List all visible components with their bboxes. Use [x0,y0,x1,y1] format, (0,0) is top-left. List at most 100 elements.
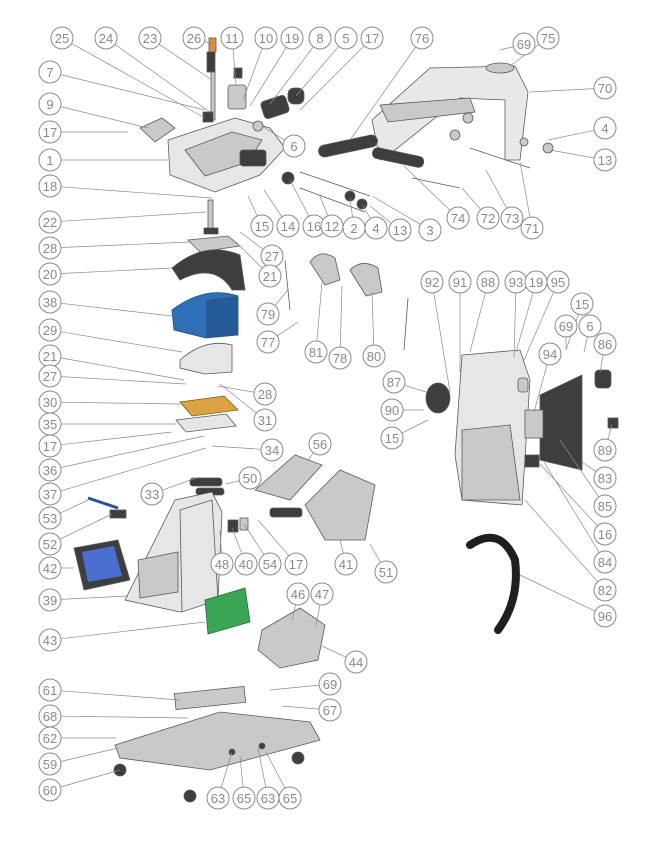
callout-number: 50 [243,471,257,486]
part-callout-77: 77 [256,330,280,354]
callout-number: 21 [263,269,277,284]
part-callout-22: 22 [38,210,62,234]
callout-number: 9 [46,97,53,112]
leader-line-78 [339,285,343,348]
leader-line-17 [257,519,290,556]
part-knob-86-89 [594,369,619,429]
part-callout-23: 23 [138,26,162,50]
leader-line-77 [277,321,299,337]
leader-line-16 [289,179,310,217]
leader-line-96 [519,574,596,612]
callout-number: 18 [43,179,57,194]
part-posts-23-26 [202,37,247,123]
part-callout-17: 17 [38,434,62,458]
leader-line-69 [269,684,320,691]
callout-circle [593,522,617,546]
callout-circle [382,370,406,394]
leader-line-16 [539,463,598,527]
part-callout-76: 76 [410,26,434,50]
part-callout-61: 61 [38,678,62,702]
leader-line-43 [60,621,206,640]
callout-circle [38,482,62,506]
callout-circle [546,270,570,294]
leader-line-61 [60,690,181,701]
part-callout-4: 4 [593,116,617,140]
part-screen-42 [73,539,131,591]
callout-circle [318,698,342,722]
leader-line-27 [239,231,264,250]
callout-circle [140,482,164,506]
part-housing-top [167,117,286,193]
callout-number: 16 [598,527,612,542]
part-callout-69: 69 [512,32,536,56]
callout-number: 77 [261,335,275,350]
part-callout-68: 68 [38,704,62,728]
callout-circle [554,314,578,338]
callout-number: 54 [263,557,277,572]
callout-circle [520,216,544,240]
callout-number: 6 [290,139,297,154]
callout-number: 68 [43,709,57,724]
part-callout-63: 63 [256,786,280,810]
part-callout-21: 21 [38,344,62,368]
callout-number: 83 [598,471,612,486]
part-callout-85: 85 [593,494,617,518]
part-spring-79 [284,259,409,351]
callout-circle [38,92,62,116]
part-board-43 [204,587,251,635]
callout-number: 90 [385,403,399,418]
callout-circle [308,26,332,50]
callout-number: 17 [43,439,57,454]
callout-number: 82 [598,583,612,598]
part-callout-26: 26 [182,26,206,50]
leader-line-56 [307,452,314,461]
part-callout-41: 41 [334,552,358,576]
part-callout-67: 67 [318,698,342,722]
callout-number: 17 [289,557,303,572]
callout-number: 76 [415,31,429,46]
callout-circle [253,408,277,432]
callout-number: 71 [525,221,539,236]
leader-line-21 [60,357,185,381]
callout-circle [38,434,62,458]
part-rod-53 [87,496,127,519]
callout-circle [593,148,617,172]
part-callout-47: 47 [310,582,334,606]
callout-number: 40 [239,557,253,572]
callout-circle [280,26,304,50]
part-plate-41 [304,469,376,541]
callout-circle [512,32,536,56]
leader-line-6 [261,125,285,141]
callout-circle [220,26,244,50]
part-callout-14: 14 [276,214,300,238]
part-callout-46: 46 [286,582,310,606]
leader-line-14 [263,189,283,217]
part-callout-29: 29 [38,318,62,342]
callout-circle [278,786,302,810]
part-tower-82 [454,349,531,506]
leader-line-89 [607,423,613,440]
part-callout-62: 62 [38,726,62,750]
leader-line-4 [361,203,371,219]
part-rollers [281,112,554,213]
callout-number: 34 [265,443,279,458]
callout-number: 87 [387,375,401,390]
callout-number: 91 [453,275,467,290]
callout-number: 92 [425,275,439,290]
callout-circle [38,532,62,556]
part-callout-35: 35 [38,412,62,436]
callout-circle [256,330,280,354]
callout-circle [38,364,62,388]
callout-circle [500,206,524,230]
leader-line-40 [231,527,243,554]
part-plate-80 [349,263,383,297]
callout-number: 70 [598,81,612,96]
callout-number: 19 [529,275,543,290]
leader-line-53 [59,499,89,514]
part-callout-69: 69 [554,314,578,338]
part-callout-17: 17 [360,26,384,50]
part-callout-27: 27 [260,244,284,268]
leader-line-8 [269,46,314,105]
leader-line-94 [533,364,548,413]
